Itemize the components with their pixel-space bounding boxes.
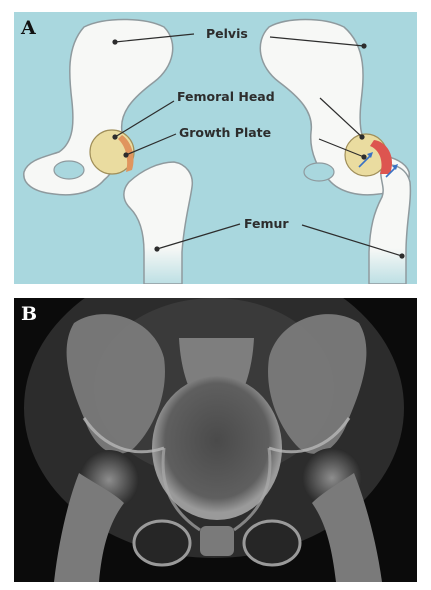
pelvis-label: Pelvis xyxy=(206,27,248,41)
panel-label-b: B xyxy=(21,304,37,324)
hip-diagram xyxy=(14,12,417,284)
xray-panel-b: B xyxy=(14,298,417,582)
xray-pubic-symphysis xyxy=(200,526,234,556)
femur-label: Femur xyxy=(244,217,289,231)
diagram-panel-a: A Pelvis Femoral Head Growth Plate Femur xyxy=(14,12,417,284)
growth-plate-label: Growth Plate xyxy=(179,126,271,140)
pelvis-xray-image xyxy=(14,298,417,582)
femoral-head-label: Femoral Head xyxy=(177,90,275,104)
left-femur-bone xyxy=(124,162,192,284)
left-obturator-hole xyxy=(54,161,84,179)
xray-right-obturator xyxy=(244,521,300,565)
right-obturator-hole xyxy=(304,163,334,181)
panel-label-a: A xyxy=(21,18,36,38)
xray-left-obturator xyxy=(134,521,190,565)
